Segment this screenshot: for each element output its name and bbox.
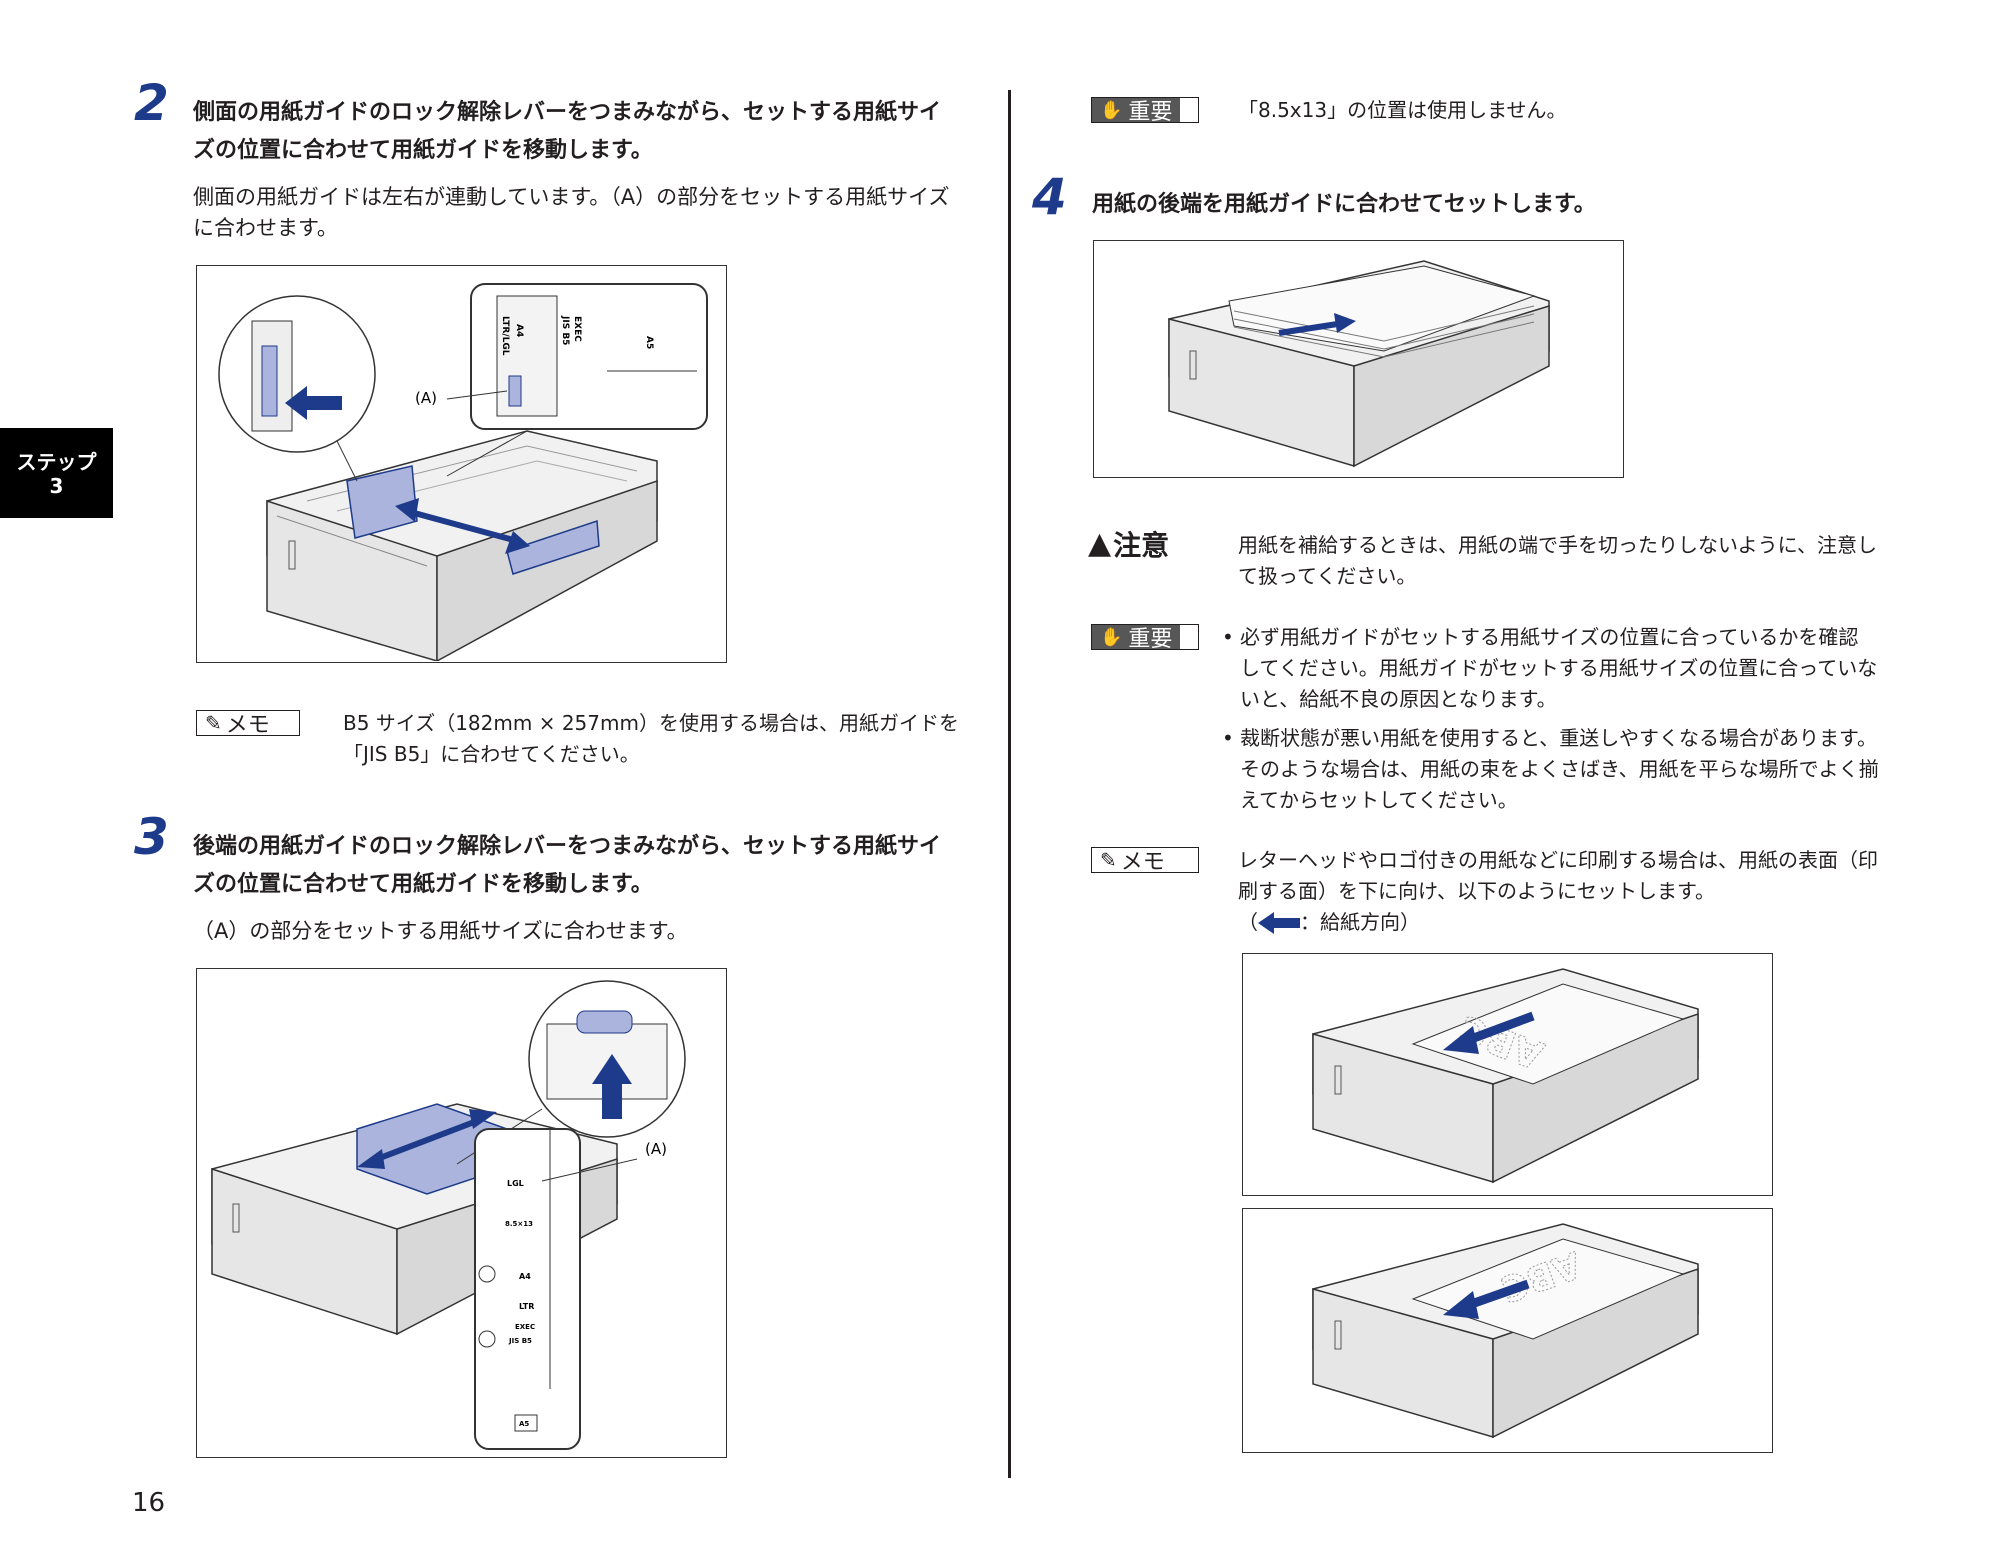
rear-guide-illustration: LGL 8.5×13 A4 LTR EXEC JIS B5 A5 (A)	[211, 980, 686, 1450]
step-4-heading: 用紙の後端を用紙ガイドに合わせてセットします。	[1092, 192, 1596, 217]
bullet-2-line3: えてからセットしてください。	[1240, 788, 1518, 812]
memo-right-line3-text: ：給紙方向）	[1300, 910, 1420, 934]
size-label-ltr: LTR/LGL	[500, 316, 510, 356]
step-2-body-line1: 側面の用紙ガイドは左右が連動しています。（A）の部分をセットする用紙サイズ	[193, 185, 950, 209]
step-2-heading-line1: 側面の用紙ガイドのロック解除レバーをつまみながら、セットする用紙サイ	[193, 100, 942, 125]
pencil-icon: ✎	[205, 711, 222, 735]
side-tab-step-3: ステップ 3	[0, 428, 113, 518]
size-label-85x13: 8.5×13	[505, 1220, 533, 1228]
caution-badge-label: 注意	[1113, 529, 1170, 562]
warning-triangle-icon: ▲	[1088, 526, 1112, 561]
bullet-1-line3: いと、給紙不良の原因となります。	[1240, 687, 1557, 711]
memo-left-line1: B5 サイズ（182mm × 257mm）を使用する場合は、用紙ガイドを	[343, 711, 959, 735]
letterhead-a-illustration: ABC	[1312, 968, 1699, 1184]
hand-stop-icon: ✋	[1100, 99, 1123, 121]
paper-load-illustration	[1168, 260, 1550, 468]
important-2-bullet-2: 裁断状態が悪い用紙を使用すると、重送しやすくなる場合があります。 そのような場合…	[1222, 723, 1894, 816]
memo-right-line3-open: （	[1238, 910, 1258, 934]
step-3-heading: 後端の用紙ガイドのロック解除レバーをつまみながら、セットする用紙サイ ズの位置に…	[193, 828, 993, 904]
bullet-1-line2: してください。用紙ガイドがセットする用紙サイズの位置に合っていな	[1240, 656, 1878, 680]
memo-badge-right-label: メモ	[1120, 850, 1165, 875]
figure-letterhead-b: ABC	[1242, 1208, 1773, 1453]
hand-stop-icon: ✋	[1100, 626, 1123, 648]
important-2-bullet-1: 必ず用紙ガイドがセットする用紙サイズの位置に合っているかを確認 してください。用…	[1222, 622, 1894, 715]
memo-badge-right: ✎ メモ	[1091, 847, 1199, 875]
important-badge-2: ✋ 重要	[1091, 624, 1199, 652]
memo-badge-left: ✎ メモ	[196, 710, 300, 738]
side-tab-line2: 3	[49, 474, 64, 498]
step-2-heading-line2: ズの位置に合わせて用紙ガイドを移動します。	[193, 138, 653, 163]
caution-badge: ▲ 注意	[1088, 524, 1169, 564]
important-badge-1-label: 重要	[1128, 100, 1173, 125]
step-2-heading: 側面の用紙ガイドのロック解除レバーをつまみながら、セットする用紙サイ ズの位置に…	[193, 94, 993, 170]
step-3-body: （A）の部分をセットする用紙サイズに合わせます。	[193, 919, 688, 943]
bullet-2-line1: 裁断状態が悪い用紙を使用すると、重送しやすくなる場合があります。	[1240, 726, 1877, 750]
step-4-number: 4	[1032, 168, 1067, 226]
figure-side-guide: LTR/LGL A4 JIS B5 EXEC A5 (A)	[196, 265, 727, 663]
important-2-list: 必ず用紙ガイドがセットする用紙サイズの位置に合っているかを確認 してください。用…	[1222, 622, 1894, 816]
important-1-text: 「8.5x13」の位置は使用しません。	[1238, 98, 1567, 122]
size-label-a4-rear: A4	[519, 1272, 531, 1281]
size-label-a5: A5	[644, 336, 654, 349]
figure-paper-load	[1093, 240, 1624, 478]
memo-text-left: B5 サイズ（182mm × 257mm）を使用する場合は、用紙ガイドを 「JI…	[343, 708, 993, 770]
side-tab-line1: ステップ	[16, 450, 97, 474]
size-label-exec: EXEC	[572, 316, 582, 342]
figure-2-label-a: (A)	[645, 1140, 667, 1158]
page-number: 16	[132, 1488, 166, 1518]
step-2-body: 側面の用紙ガイドは左右が連動しています。（A）の部分をセットする用紙サイズ に合…	[193, 182, 993, 244]
memo-right-line3: （ ：給紙方向）	[1238, 907, 1888, 938]
memo-badge-label: メモ	[225, 713, 270, 738]
size-label-ltr-rear: LTR	[519, 1302, 534, 1311]
memo-right-line2: 刷する面）を下に向け、以下のようにセットします。	[1238, 879, 1715, 903]
memo-right-line1: レターヘッドやロゴ付きの用紙などに印刷する場合は、用紙の表面（印	[1238, 848, 1878, 872]
important-badge-1: ✋ 重要	[1091, 97, 1199, 125]
important-badge-2-label: 重要	[1128, 627, 1173, 652]
memo-left-line2: 「JIS B5」に合わせてください。	[343, 742, 640, 766]
letterhead-b-illustration: ABC	[1312, 1223, 1699, 1439]
step-2-body-line2: に合わせます。	[193, 216, 338, 240]
pencil-icon: ✎	[1100, 848, 1117, 872]
size-label-jisb5-rear: JIS B5	[508, 1337, 532, 1345]
size-label-jisb5: JIS B5	[560, 315, 570, 345]
size-label-a4: A4	[514, 324, 524, 337]
column-divider	[1008, 90, 1011, 1478]
bullet-1-line1: 必ず用紙ガイドがセットする用紙サイズの位置に合っているかを確認	[1240, 625, 1859, 649]
memo-text-right: レターヘッドやロゴ付きの用紙などに印刷する場合は、用紙の表面（印 刷する面）を下…	[1238, 845, 1888, 938]
size-label-lgl: LGL	[507, 1179, 524, 1188]
step-3-heading-line2: ズの位置に合わせて用紙ガイドを移動します。	[193, 872, 653, 897]
caution-line2: て扱ってください。	[1238, 564, 1417, 588]
step-2-number: 2	[134, 74, 169, 132]
figure-letterhead-a: ABC	[1242, 953, 1773, 1196]
caution-line1: 用紙を補給するときは、用紙の端で手を切ったりしないように、注意し	[1238, 533, 1877, 557]
size-label-exec-rear: EXEC	[515, 1323, 535, 1331]
figure-rear-guide: LGL 8.5×13 A4 LTR EXEC JIS B5 A5 (A)	[196, 968, 727, 1458]
figure-1-label-a: (A)	[415, 389, 437, 407]
step-3-number: 3	[134, 808, 169, 866]
size-label-a5-rear: A5	[519, 1420, 529, 1428]
bullet-2-line2: そのような場合は、用紙の束をよくさばき、用紙を平らな場所でよく揃	[1240, 757, 1879, 781]
caution-text: 用紙を補給するときは、用紙の端で手を切ったりしないように、注意し て扱ってくださ…	[1238, 530, 1888, 592]
step-3-heading-line1: 後端の用紙ガイドのロック解除レバーをつまみながら、セットする用紙サイ	[193, 834, 942, 859]
feed-direction-arrow-icon	[1258, 911, 1300, 934]
side-guide-illustration: LTR/LGL A4 JIS B5 EXEC A5 (A)	[218, 283, 708, 663]
